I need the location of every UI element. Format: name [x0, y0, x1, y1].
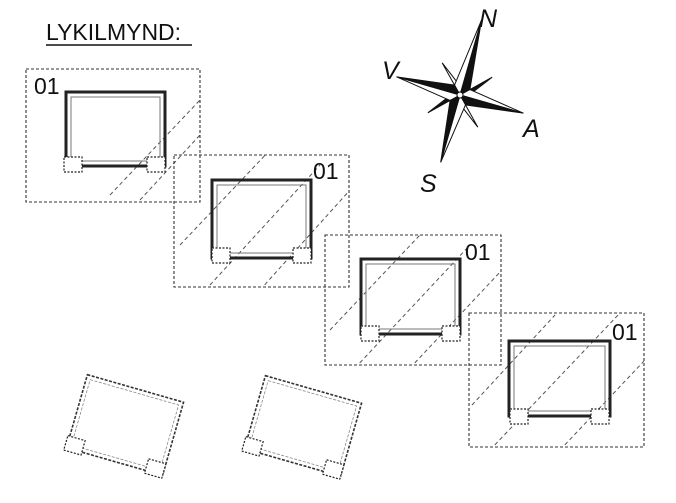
plot-4-footing-right — [590, 408, 610, 425]
rotated-building-1-footing-right — [143, 458, 167, 479]
plot-3-building — [359, 257, 462, 336]
legend-title-text: LYKILMYND: — [46, 19, 181, 45]
compass-rose-icon — [396, 19, 524, 163]
plot-2-building — [210, 178, 313, 260]
compass-north-label: N — [479, 5, 498, 33]
plot-3: 01 — [324, 234, 502, 366]
plot-4-boundary — [468, 312, 645, 448]
plot-1-footing-right — [146, 156, 166, 173]
compass-east-label: A — [521, 115, 540, 143]
plot-3-number: 01 — [465, 239, 491, 265]
compass-south-label: S — [420, 170, 437, 198]
plot-1: 01 — [25, 68, 201, 203]
plot-1-hatch — [109, 99, 200, 201]
rotated-building-2-footing-left — [240, 435, 264, 457]
plot-3-footing-left — [360, 325, 380, 342]
plot-2-footing-left — [211, 247, 231, 264]
rotated-building-2 — [240, 374, 363, 480]
plot-2: 01 — [173, 154, 350, 288]
rotated-building-1-footing-left — [62, 434, 86, 456]
plot-3-footing-right — [441, 325, 461, 342]
plot-2-boundary — [173, 154, 350, 288]
legend-title: LYKILMYND: — [46, 19, 192, 46]
plot-1-boundary — [25, 68, 201, 203]
plot-2-footing-right — [292, 247, 312, 264]
rotated-building-1 — [62, 373, 185, 479]
plot-4-number: 01 — [612, 319, 638, 345]
plot-1-number: 01 — [34, 73, 60, 99]
plot-4-hatch — [471, 313, 644, 447]
plot-3-hatch — [329, 235, 501, 365]
plot-1-footing-left — [63, 156, 83, 173]
plot-2-number: 01 — [313, 158, 339, 184]
rotated-building-2-footing-right — [321, 459, 345, 480]
plot-1-building — [64, 90, 167, 168]
compass-west-label: V — [382, 57, 401, 85]
plot-4-building — [507, 339, 612, 418]
plot-4: 01 — [468, 312, 645, 448]
plot-3-boundary — [324, 234, 502, 366]
plot-4-footing-left — [509, 408, 529, 425]
